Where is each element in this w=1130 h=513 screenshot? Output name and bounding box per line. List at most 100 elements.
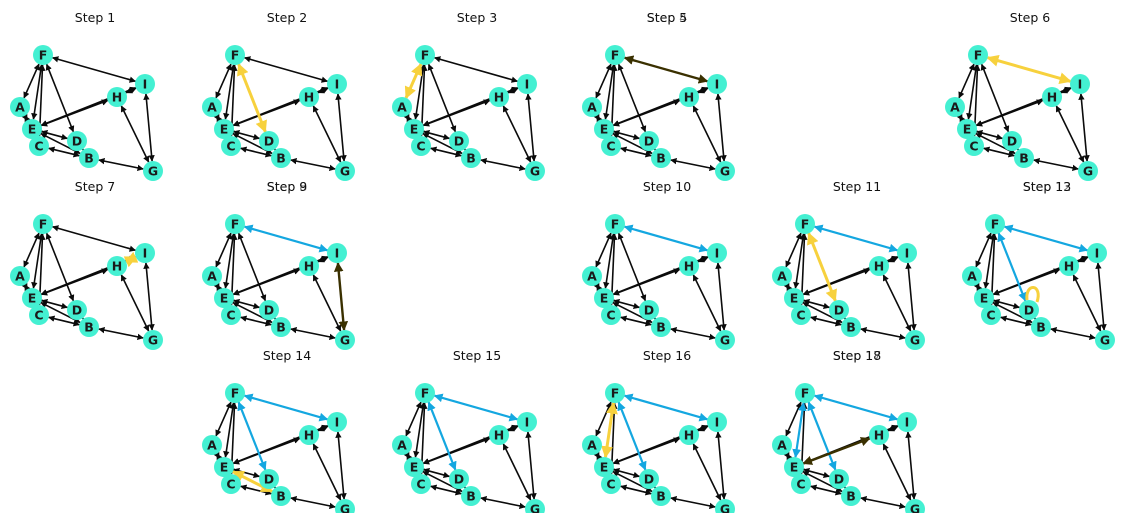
edge: [503, 444, 530, 500]
node-label: B: [466, 489, 476, 504]
node-c: C: [791, 474, 811, 494]
node-f: F: [33, 45, 53, 65]
node-b: B: [79, 148, 99, 168]
edge-visited: [625, 227, 708, 251]
node-d: D: [639, 131, 659, 151]
node-label: A: [397, 438, 407, 453]
edge-highlight: [988, 58, 1071, 82]
edge: [1034, 160, 1078, 169]
node-d: D: [829, 300, 849, 320]
node-label: E: [790, 291, 799, 306]
node-label: B: [276, 320, 286, 335]
node-label: A: [587, 438, 597, 453]
node-label: A: [587, 269, 597, 284]
node-c: C: [411, 474, 431, 494]
node-h: H: [869, 256, 889, 276]
node-label: F: [421, 386, 430, 401]
node-i: I: [897, 243, 917, 263]
node-label: F: [611, 386, 620, 401]
node-label: F: [991, 217, 1000, 232]
node-i: I: [327, 243, 347, 263]
node-label: A: [397, 100, 407, 115]
node-label: E: [600, 291, 609, 306]
node-h: H: [1059, 256, 1079, 276]
node-label: F: [801, 217, 810, 232]
node-b: B: [651, 148, 671, 168]
node-label: H: [304, 90, 314, 105]
node-label: C: [969, 139, 978, 154]
node-label: F: [974, 48, 983, 63]
node-label: F: [611, 48, 620, 63]
node-label: C: [796, 308, 805, 323]
edge: [121, 275, 148, 331]
node-h: H: [299, 256, 319, 276]
node-a: A: [202, 266, 222, 286]
node-label: A: [15, 269, 25, 284]
node-label: D: [264, 303, 274, 318]
node-d: D: [259, 300, 279, 320]
node-i: I: [897, 412, 917, 432]
node-label: I: [905, 415, 910, 430]
node-label: D: [72, 134, 82, 149]
edge-dark-highlight: [338, 263, 344, 330]
node-label: B: [656, 151, 666, 166]
node-g: G: [525, 499, 545, 513]
node-h: H: [489, 425, 509, 445]
node-label: D: [644, 303, 654, 318]
edge: [1051, 329, 1095, 338]
node-c: C: [601, 305, 621, 325]
edge: [977, 285, 979, 289]
node-f: F: [225, 383, 245, 403]
node-label: I: [905, 246, 910, 261]
node-b: B: [271, 317, 291, 337]
edge: [146, 94, 152, 161]
node-i: I: [517, 74, 537, 94]
node-label: E: [28, 291, 37, 306]
node-label: I: [143, 77, 148, 92]
node-g: G: [525, 161, 545, 181]
node-i: I: [707, 243, 727, 263]
edge: [597, 116, 599, 120]
node-label: F: [231, 48, 240, 63]
edge: [718, 94, 724, 161]
edge: [313, 106, 340, 162]
edge: [121, 106, 148, 162]
edge: [883, 444, 910, 500]
node-label: A: [777, 438, 787, 453]
node-f: F: [795, 383, 815, 403]
edge-visited: [245, 396, 328, 420]
node-h: H: [299, 87, 319, 107]
node-label: F: [421, 48, 430, 63]
edge: [597, 285, 599, 289]
node-f: F: [605, 45, 625, 65]
edge: [99, 329, 143, 338]
node-f: F: [415, 45, 435, 65]
edge: [1073, 275, 1100, 331]
edge: [217, 454, 219, 458]
edge: [528, 94, 534, 161]
node-b: B: [79, 317, 99, 337]
node-a: A: [772, 266, 792, 286]
node-label: E: [600, 122, 609, 137]
node-label: A: [967, 269, 977, 284]
node-c: C: [411, 136, 431, 156]
node-h: H: [679, 87, 699, 107]
edge-highlight-loop: [1027, 287, 1038, 302]
node-d: D: [259, 131, 279, 151]
node-f: F: [33, 214, 53, 234]
edge: [693, 275, 720, 331]
node-g: G: [715, 499, 735, 513]
node-label: H: [874, 428, 884, 443]
node-h: H: [869, 425, 889, 445]
node-label: H: [304, 259, 314, 274]
edge: [407, 454, 409, 458]
